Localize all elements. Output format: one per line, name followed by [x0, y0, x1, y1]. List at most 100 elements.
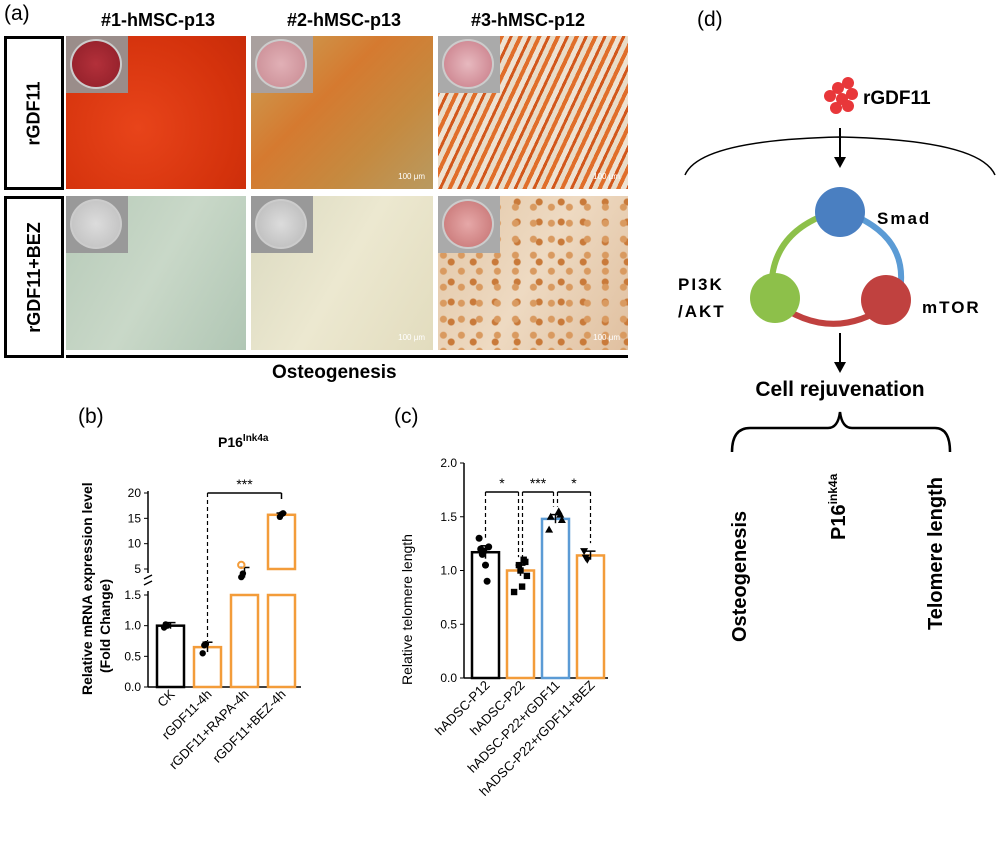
chart-c-data-point: [518, 583, 526, 590]
column-title-2: #2-hMSC-p13: [286, 10, 402, 30]
chart-b-title: P16Ink4a: [218, 433, 269, 450]
scale-bar: 100 μm: [398, 333, 425, 342]
panel-b-label: (b): [78, 405, 104, 428]
chart-b-axis-break-mark: [143, 580, 153, 586]
chart-c-data-point: [483, 577, 491, 585]
readout-telomere-length: Telomere length: [925, 477, 947, 630]
chart-b-bar-lower: [229, 593, 260, 689]
chart-b-significance-label: ***: [236, 476, 253, 492]
chart-b-ytick-label: 10: [128, 537, 142, 551]
readout-p16: P16ink4a: [826, 473, 850, 540]
arrow-head-icon: [834, 157, 846, 168]
smad-node: [815, 187, 865, 237]
row-label-rgdf11: rGDF11: [4, 36, 64, 190]
micrograph-rgdf11-3: 100 μm: [438, 36, 628, 189]
panel-c-label: (c): [394, 405, 419, 428]
pathway-diagram: rGDF11 Smad PI3K /AKT mTOR Cell rejuvena…: [678, 77, 996, 642]
chart-b-ylabel-line2: (Fold Change): [97, 579, 113, 673]
chart-b-ytick-label: 20: [128, 486, 142, 500]
panel-a-label: (a): [4, 2, 30, 25]
chart-c-data-point: [523, 572, 531, 580]
chart-c-bar: [575, 554, 606, 680]
chart-b-bar: [155, 624, 186, 689]
micrograph-rgdf11-bez-2: 100 μm: [251, 196, 433, 350]
micrograph-rgdf11-bez-1: [66, 196, 246, 350]
chart-b-bar: [192, 645, 223, 689]
chart-b-ytick-label: 0.5: [124, 649, 141, 663]
row-label-rgdf11-bez-text: rGDF11+BEZ: [23, 221, 44, 333]
chart-b-data-point: [164, 622, 171, 629]
culture-dish-inset: [251, 196, 313, 253]
pi3k-label: PI3K: [678, 275, 724, 294]
scale-bar: 100 μm: [593, 333, 620, 342]
chart-b-ytick-label: 15: [128, 511, 142, 525]
culture-dish-inset: [66, 36, 128, 93]
chart-c-data-point: [482, 561, 489, 569]
chart-b-bar: [266, 513, 297, 571]
culture-dish-inset: [438, 36, 500, 93]
chart-b-data-point: [202, 640, 210, 648]
chart-b-data-point: [237, 560, 246, 570]
micrograph-rgdf11-bez-3: 100 μm: [438, 196, 628, 350]
chart-b-ylabel-line1: Relative mRNA expression level: [79, 482, 95, 695]
row-label-rgdf11-bez: rGDF11+BEZ: [4, 196, 64, 358]
chart-b-ytick-label: 1.0: [124, 619, 141, 633]
culture-dish-inset: [66, 196, 128, 253]
readout-osteogenesis: Osteogenesis: [729, 511, 751, 642]
panel-d-label: (d): [697, 8, 723, 31]
chart-c-ytick-label: 0.0: [440, 671, 457, 685]
chart-c-ylabel: Relative telomere length: [399, 534, 415, 685]
scale-bar: 100 μm: [398, 172, 425, 181]
chart-c-data-point: [522, 558, 529, 566]
chart-c-data-point: [557, 515, 566, 523]
chart-c-bar: [470, 550, 501, 680]
outcome-label: Cell rejuvenation: [755, 378, 924, 401]
chart-c-data-point: [556, 510, 565, 518]
chart-c-significance-label: ***: [530, 475, 547, 491]
chart-c-bar: [540, 517, 571, 680]
micrograph-rgdf11-2: 100 μm: [251, 36, 433, 189]
chart-b-ytick-label: 0.0: [124, 680, 141, 694]
akt-label: /AKT: [678, 302, 726, 321]
outcome-brace: [730, 411, 952, 453]
mtor-node: [861, 275, 911, 325]
chart-b-data-point: [279, 510, 287, 517]
chart-c-significance-label: *: [499, 475, 505, 491]
column-title-1: #1-hMSC-p13: [100, 10, 216, 30]
chart-c-significance-label: *: [571, 475, 577, 491]
smad-label: Smad: [877, 209, 931, 228]
chart-b-ytick-label: 1.5: [124, 588, 141, 602]
mtor-label: mTOR: [922, 298, 981, 317]
arrow-head-icon: [834, 362, 846, 373]
chart-c-data-point: [517, 567, 524, 574]
chart-c-ytick-label: 1.5: [440, 510, 457, 524]
column-title-3: #3-hMSC-p12: [470, 10, 586, 30]
culture-dish-inset: [438, 196, 500, 253]
osteogenesis-label: Osteogenesis: [272, 362, 397, 383]
chart-c-ytick-label: 1.0: [440, 564, 457, 578]
chart-c-data-point: [583, 556, 592, 564]
rgdf11-ligand-icon: [824, 77, 858, 114]
chart-c-data-point: [515, 561, 523, 569]
chart-c-ytick-label: 0.5: [440, 617, 457, 631]
chart-b-data-point: [239, 570, 247, 577]
chart-b-ytick-label: 5: [134, 562, 141, 576]
chart-b-axis-break-mark: [143, 574, 153, 580]
scale-bar: 100 μm: [593, 172, 620, 181]
chart-c-data-point: [580, 548, 589, 556]
chart-b-data-point: [199, 650, 206, 657]
row-label-rgdf11-text: rGDF11: [23, 80, 44, 146]
chart-c-data-point: [480, 547, 488, 555]
chart-c-data-point: [475, 534, 483, 542]
chart-c-data-point: [546, 512, 555, 520]
ligand-label: rGDF11: [863, 88, 931, 109]
osteogenesis-divider: [66, 355, 628, 358]
chart-c-data-point: [485, 543, 493, 551]
culture-dish-inset: [251, 36, 313, 93]
chart-b-bar-lower: [266, 593, 297, 689]
chart-c-data-point: [545, 525, 554, 533]
chart-c-data-point: [510, 588, 518, 596]
pi3k-akt-node: [750, 273, 800, 323]
